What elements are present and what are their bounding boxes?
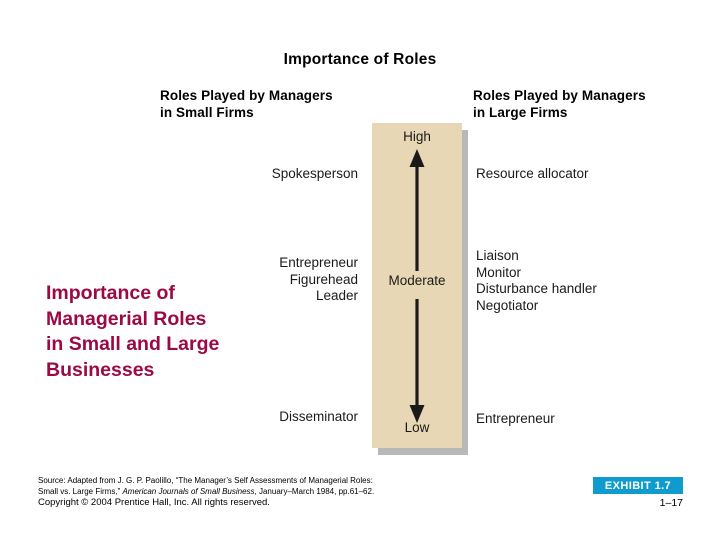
- large-firm-roles-high: Resource allocator: [476, 166, 589, 183]
- scale-panel: High Moderate Low: [372, 123, 462, 448]
- scale-label-high: High: [403, 129, 431, 144]
- role-item: Monitor: [476, 264, 522, 280]
- text-line: Roles Played by Managers: [160, 88, 333, 103]
- role-item: Disturbance handler: [476, 281, 597, 296]
- page-number: 1–17: [659, 497, 683, 509]
- text-line: in Small and Large: [46, 333, 220, 355]
- source-line-1: Source: Adapted from J. G. P. Paolillo, …: [38, 476, 373, 485]
- scale-label-moderate: Moderate: [388, 273, 446, 288]
- role-item: Spokesperson: [271, 166, 358, 181]
- small-firm-roles-high: Spokesperson: [272, 166, 358, 183]
- text-line: in Large Firms: [473, 105, 568, 120]
- small-firm-roles-low: Disseminator: [279, 409, 358, 426]
- source-line-2-post: , January–March 1984, pp.61–62.: [254, 487, 375, 496]
- role-item: Resource allocator: [476, 166, 589, 181]
- role-item: Entrepreneur: [476, 411, 555, 426]
- exhibit-figure: Importance of Roles Roles Played by Mana…: [160, 51, 646, 455]
- role-item: Disseminator: [279, 409, 358, 424]
- role-item: Figurehead: [289, 271, 358, 287]
- role-item: Negotiator: [476, 297, 539, 313]
- slide-heading: Importance of Managerial Roles in Small an…: [46, 281, 281, 383]
- source-journal-title: American Journals of Small Business: [122, 487, 255, 496]
- role-item: Entrepreneur: [279, 255, 358, 270]
- text-line: Importance of: [46, 282, 175, 304]
- exhibit-title: Importance of Roles: [283, 51, 437, 68]
- copyright-note: Copyright © 2004 Prentice Hall, Inc. All…: [38, 497, 270, 508]
- double-headed-arrow-icon: [409, 149, 425, 423]
- exhibit-badge: EXHIBIT 1.7: [593, 477, 683, 494]
- column-header-large-firms: Roles Played by Managers in Large Firms: [473, 87, 646, 121]
- scale-label-low: Low: [404, 420, 430, 435]
- role-item: Leader: [315, 288, 358, 303]
- text-line: in Small Firms: [160, 105, 254, 120]
- column-header-small-firms: Roles Played by Managers in Small Firms: [160, 87, 333, 121]
- source-note: Source: Adapted from J. G. P. Paolillo, …: [38, 475, 458, 497]
- text-line: Businesses: [46, 358, 155, 381]
- text-line: Roles Played by Managers: [473, 88, 646, 103]
- large-firm-roles-low: Entrepreneur: [476, 411, 555, 428]
- source-line-2: Small vs. Large Firms,” American Journal…: [38, 486, 458, 497]
- text-line: Managerial Roles: [46, 307, 207, 330]
- role-item: Liaison: [476, 248, 519, 263]
- source-line-2-pre: Small vs. Large Firms,”: [38, 487, 123, 496]
